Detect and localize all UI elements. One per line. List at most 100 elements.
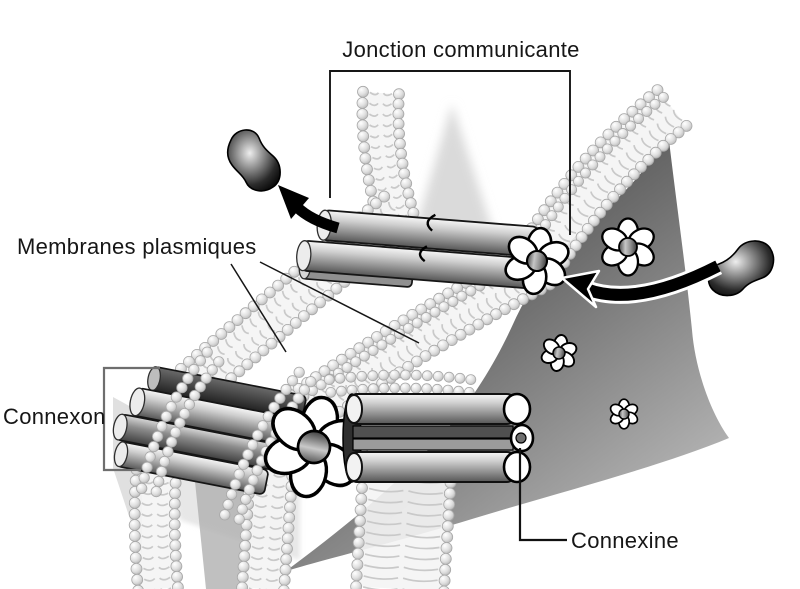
lipid-tail xyxy=(407,500,443,506)
lipid-head xyxy=(272,279,285,292)
membrane-right-upper xyxy=(519,84,693,269)
lipid-tail xyxy=(291,302,300,312)
lipid-tail xyxy=(268,536,282,541)
lipid-head xyxy=(206,364,218,376)
lipid-tail xyxy=(253,524,266,529)
lipid-head xyxy=(128,519,141,531)
lipid-tail xyxy=(267,557,280,562)
lipid-head xyxy=(194,381,206,393)
lipid-tail xyxy=(143,567,155,571)
lipid-head xyxy=(153,475,165,488)
lipid-head xyxy=(565,169,578,182)
lipid-head xyxy=(249,351,262,364)
lipid-tail xyxy=(141,545,154,550)
lipid-tail xyxy=(564,224,577,234)
lipid-head xyxy=(356,108,369,120)
lipid-head xyxy=(353,525,366,538)
lipid-head xyxy=(538,204,551,217)
lipid-head xyxy=(293,366,305,378)
lipid-head xyxy=(402,187,415,200)
lipid-head xyxy=(361,163,373,176)
lipid-head xyxy=(255,293,268,306)
lipid-head xyxy=(237,560,250,573)
lipid-head xyxy=(389,369,400,381)
lipid-head xyxy=(396,157,409,170)
lipid-head xyxy=(357,85,369,98)
lipid-head xyxy=(465,285,477,297)
lipid-head xyxy=(649,98,661,110)
lipid-tail xyxy=(142,556,154,561)
lipid-tail xyxy=(467,308,476,320)
lipid-tail xyxy=(405,533,441,539)
lipid-head xyxy=(138,472,150,484)
label-connexon: Connexon xyxy=(3,404,106,429)
lipid-tail xyxy=(254,503,268,508)
lipid-tail xyxy=(283,309,292,319)
lipid-head xyxy=(400,369,411,381)
lipid-head xyxy=(581,222,594,235)
label-connexine: Connexine xyxy=(571,528,679,553)
lipid-head xyxy=(442,509,455,522)
lipid-head xyxy=(421,370,433,382)
lipid-head xyxy=(439,553,452,565)
lipid-head xyxy=(188,363,200,376)
channel-pore xyxy=(296,429,332,465)
lipid-head xyxy=(438,301,450,313)
lipid-head xyxy=(335,385,347,397)
cylinder-end-cap xyxy=(296,240,312,272)
lipid-tail xyxy=(423,334,432,346)
lipid-tail xyxy=(143,577,156,582)
lipid-head xyxy=(394,137,406,150)
lipid-tail xyxy=(157,544,169,549)
lipid-head xyxy=(625,120,637,132)
lipid-tail xyxy=(441,324,449,335)
lipid-head xyxy=(657,139,670,152)
membrane-band-fill xyxy=(356,455,452,589)
lipid-head xyxy=(344,347,357,360)
lipid-head xyxy=(355,492,368,505)
lipid-tail xyxy=(366,520,402,526)
lipid-head xyxy=(128,508,141,520)
lipid-tail xyxy=(267,546,281,551)
channel-pore xyxy=(618,408,630,420)
lipid-head xyxy=(498,303,511,316)
lipid-head xyxy=(362,174,375,187)
lipid-head xyxy=(168,518,181,531)
lipid-head xyxy=(278,574,291,586)
lipid-tail xyxy=(273,473,286,478)
lipid-head xyxy=(618,113,631,125)
lipid-head xyxy=(367,370,379,382)
lipid-tail xyxy=(672,109,683,122)
lipid-tail xyxy=(485,297,494,309)
lipid-tail xyxy=(576,207,589,218)
lipid-tail xyxy=(259,330,268,340)
lipid-head xyxy=(280,553,293,566)
channel-pore xyxy=(525,249,549,273)
connexin-rod-dark xyxy=(352,425,514,439)
lipid-head xyxy=(168,529,181,541)
lipid-head xyxy=(447,296,459,307)
lipid-head xyxy=(155,465,168,478)
lipid-head xyxy=(370,197,382,210)
lipid-tail xyxy=(158,566,170,570)
lipid-tail xyxy=(307,288,316,298)
lipid-head xyxy=(223,321,236,334)
lipid-tail xyxy=(382,113,392,117)
lipid-head xyxy=(420,312,432,323)
lipid-head xyxy=(257,344,270,357)
lipid-head xyxy=(454,328,467,341)
lipid-head xyxy=(341,362,353,373)
lipid-tail xyxy=(141,534,154,539)
lipid-tail xyxy=(382,103,392,107)
connexin-subunit xyxy=(502,392,532,426)
lipid-tail xyxy=(583,199,595,210)
lipid-head xyxy=(410,355,423,368)
lipid-tail xyxy=(241,325,249,335)
lipid-head xyxy=(651,84,664,96)
lipid-head xyxy=(364,184,377,197)
diagram-scene xyxy=(102,70,775,589)
lipid-tail xyxy=(141,502,153,506)
lipid-tail xyxy=(404,555,440,561)
lipid-head xyxy=(490,308,502,321)
flow-arrows xyxy=(278,185,723,309)
